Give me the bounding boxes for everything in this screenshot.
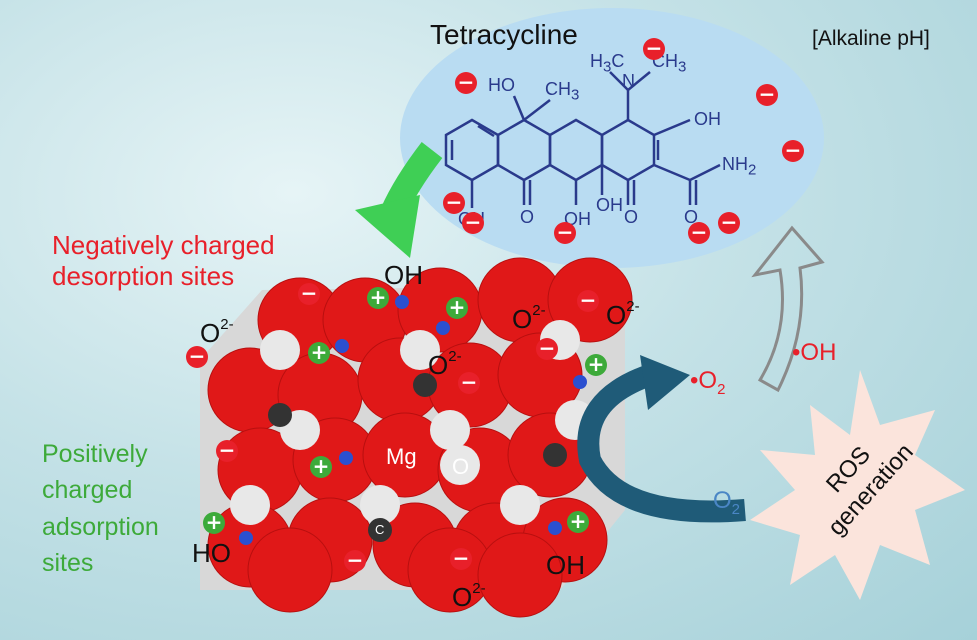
- oxygen-sphere: [247, 527, 333, 613]
- magnesium-sphere: [430, 410, 470, 450]
- negative-charge-icon: −: [298, 283, 320, 305]
- atom-ho-top: HO: [488, 75, 515, 95]
- negative-charge-icon: −: [344, 550, 366, 572]
- magnesium-sphere: [360, 485, 400, 525]
- carbon-sphere: [268, 403, 292, 427]
- magnesium-sphere: [440, 445, 480, 485]
- hydrogen-sphere: [395, 295, 409, 309]
- negative-charge-icon: −: [186, 346, 208, 368]
- atom-oh-right: OH: [694, 109, 721, 129]
- negative-charge-icon: −: [443, 192, 465, 214]
- negative-charge-icon: −: [577, 290, 599, 312]
- atom-o2: O: [624, 207, 639, 227]
- hydrogen-sphere: [339, 451, 353, 465]
- molecule-title: Tetracycline: [430, 19, 578, 50]
- positive-charge-icon: +: [446, 297, 468, 319]
- ion-o2-mid: O2-: [428, 348, 462, 380]
- negative-charge-icon: −: [455, 72, 477, 94]
- label-mg: Mg: [386, 444, 417, 469]
- ion-ho-bottom: HO: [192, 538, 231, 568]
- superoxide-label: •O2: [690, 367, 726, 398]
- ion-o2-right2: O2-: [606, 298, 640, 330]
- negative-charge-icon: −: [458, 372, 480, 394]
- magnesium-sphere: [400, 330, 440, 370]
- negative-charge-icon: −: [450, 548, 472, 570]
- ion-oh-bottom: OH: [546, 550, 585, 580]
- magnesium-sphere: [500, 485, 540, 525]
- crystal-lattice: [200, 257, 633, 618]
- ion-oh-top: OH: [384, 260, 423, 290]
- carbon-sphere: [413, 373, 437, 397]
- negative-charge-icon: −: [782, 140, 804, 162]
- release-arrow: [751, 225, 825, 393]
- negative-charge-icon: −: [718, 212, 740, 234]
- negative-charge-icon: −: [643, 38, 665, 60]
- positive-charge-icon: +: [367, 287, 389, 309]
- carbon-sphere: [543, 443, 567, 467]
- ion-o2-right1: O2-: [512, 302, 546, 334]
- oxygen-sphere: [477, 532, 563, 618]
- carbon-sphere: [368, 518, 392, 542]
- tetracycline-structure: [444, 71, 721, 208]
- negative-charge-icon: −: [756, 84, 778, 106]
- positive-charge-icon: +: [585, 354, 607, 376]
- atom-oh-bottom-center: OH: [596, 195, 623, 215]
- hydrogen-sphere: [436, 321, 450, 335]
- negative-charge-icon: −: [462, 212, 484, 234]
- atom-nh2: NH2: [722, 154, 757, 179]
- ros-burst: [750, 370, 965, 600]
- label-o: O: [452, 454, 470, 479]
- hydrogen-sphere: [335, 339, 349, 353]
- atom-n: N: [622, 71, 635, 91]
- hydrogen-sphere: [573, 375, 587, 389]
- ion-o2-bottom: O2-: [452, 580, 486, 612]
- atom-h3c: H3C: [590, 51, 625, 76]
- positive-charge-icon: +: [308, 342, 330, 364]
- ion-o2-left: O2-: [200, 316, 234, 348]
- atom-o3: O: [684, 207, 699, 227]
- oxygen-label: O2: [713, 487, 741, 518]
- magnesium-sphere: [230, 485, 270, 525]
- negative-charge-icon: −: [536, 338, 558, 360]
- hydrogen-sphere: [548, 521, 562, 535]
- negative-charge-icon: −: [554, 222, 576, 244]
- atom-o1: O: [520, 207, 535, 227]
- molecule-ellipse: [400, 8, 824, 268]
- positive-charge-icon: +: [567, 511, 589, 533]
- positive-charge-icon: +: [310, 456, 332, 478]
- adsorption-arrow: [355, 142, 443, 258]
- hydroxyl-label: •OH: [792, 339, 837, 366]
- label-c: C: [375, 522, 385, 537]
- negative-charge-icon: −: [688, 222, 710, 244]
- hydrogen-sphere: [239, 531, 253, 545]
- negative-charge-icon: −: [216, 440, 238, 462]
- oxygen-arrow: [577, 355, 746, 523]
- condition-label: [Alkaline pH]: [812, 27, 930, 50]
- atom-ch3-top: CH3: [545, 79, 580, 104]
- magnesium-sphere: [260, 330, 300, 370]
- positive-charge-icon: +: [203, 512, 225, 534]
